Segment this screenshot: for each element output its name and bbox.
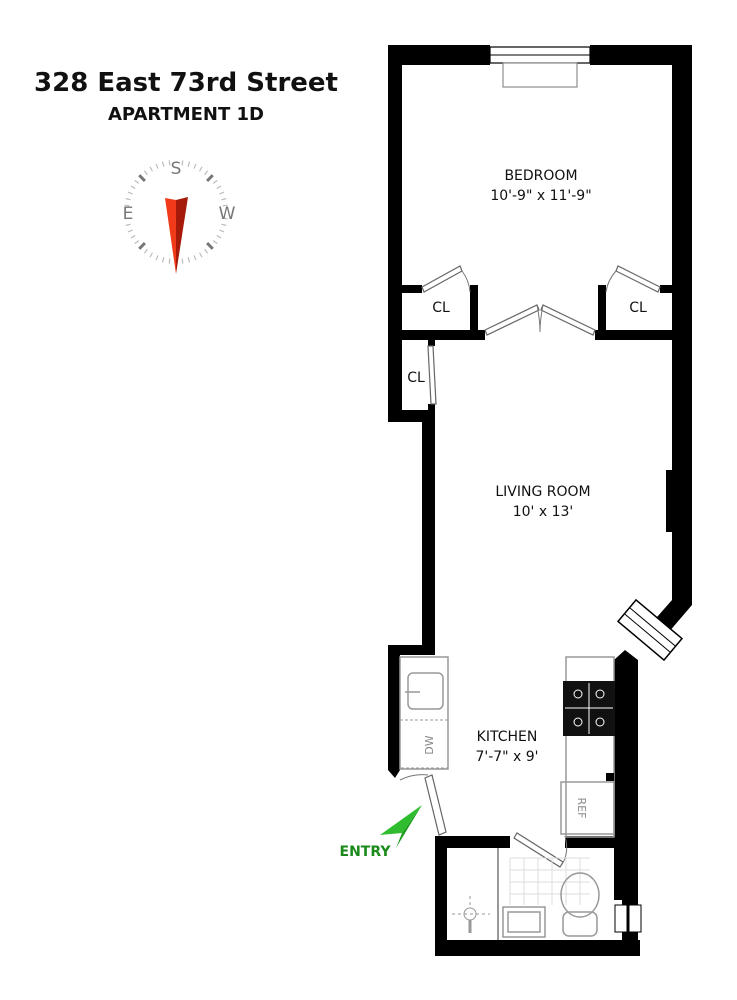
compass-tick [212, 240, 218, 245]
bedroom-size: 10'-9" x 11'-9" [490, 188, 591, 204]
compass-tick [206, 242, 214, 250]
compass-tick [204, 170, 209, 176]
compass-tick [155, 163, 159, 169]
shower-icon [452, 896, 490, 933]
compass-tick [193, 163, 197, 169]
dishwasher-label: DW [423, 735, 436, 754]
compass-tick [221, 197, 227, 201]
living-room-size: 10' x 13' [513, 504, 574, 520]
compass-tick [125, 223, 131, 227]
compass-tick [149, 252, 154, 258]
stove-icon [563, 681, 615, 736]
compass-left-letter: E [123, 204, 134, 224]
compass-tick [161, 161, 165, 167]
closet-label-bedroom-right: CL [629, 300, 647, 316]
kitchen-size: 7'-7" x 9' [475, 749, 538, 765]
compass-tick [134, 240, 140, 245]
window-top [489, 46, 591, 88]
entry-arrow-icon [380, 805, 422, 848]
living-room-name: LIVING ROOM [495, 484, 590, 500]
compass-tick [124, 217, 130, 220]
compass-tick [206, 174, 214, 182]
compass-tick [127, 191, 133, 195]
bedroom-name: BEDROOM [504, 168, 577, 184]
property-address: 328 East 73rd Street [34, 68, 338, 98]
bathroom-fixtures [452, 848, 600, 940]
compass-tick [168, 160, 171, 166]
compass-tick [216, 234, 222, 239]
compass-tick [187, 257, 191, 263]
compass-tick [130, 234, 136, 239]
kitchen-name: KITCHEN [477, 729, 538, 745]
compass-tick [143, 248, 148, 254]
compass-tick [222, 204, 228, 207]
compass-tick [161, 257, 165, 263]
compass-icon: S E W [123, 159, 236, 274]
window-diagonal [616, 598, 684, 662]
compass-right-letter: W [219, 204, 236, 224]
compass-tick [204, 248, 209, 254]
compass-tick [187, 161, 191, 167]
compass-tick [219, 191, 225, 195]
compass-tick [143, 170, 148, 176]
compass-tick [124, 204, 130, 207]
compass-tick [149, 166, 154, 172]
compass-tick [198, 252, 203, 258]
compass-tick [125, 197, 131, 201]
compass-tick [212, 179, 218, 184]
apartment-number: APARTMENT 1D [107, 104, 264, 125]
compass-tick [168, 258, 171, 264]
doors[interactable] [399, 265, 661, 868]
compass-top-letter: S [171, 159, 182, 179]
closet-label-bedroom-left: CL [432, 300, 450, 316]
compass-tick [130, 185, 136, 190]
compass-tick [221, 223, 227, 227]
entry-label: ENTRY [340, 844, 392, 860]
compass-tick [134, 179, 140, 184]
compass-tick [127, 229, 133, 233]
kitchen-fixtures: DW REF [399, 656, 615, 838]
compass-tick [193, 255, 197, 261]
compass-tick [181, 160, 184, 166]
compass-tick [216, 185, 222, 190]
compass-tick [219, 229, 225, 233]
compass-tick [198, 166, 203, 172]
compass-tick [138, 242, 146, 250]
compass-tick [222, 217, 228, 220]
compass-tick [181, 258, 184, 264]
closet-label-living: CL [407, 370, 425, 386]
refrigerator-label: REF [575, 798, 588, 819]
window-bathroom [614, 904, 642, 933]
compass-tick [138, 174, 146, 182]
compass-tick [155, 255, 159, 261]
